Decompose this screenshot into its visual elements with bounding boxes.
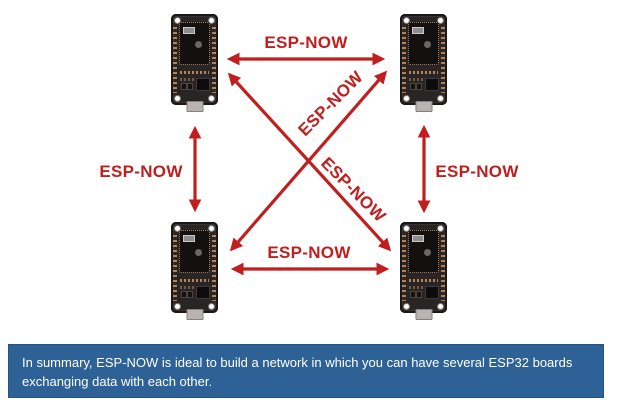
- usb-connector: [186, 309, 203, 320]
- esp-wroom-module: [179, 22, 210, 65]
- summary-banner: In summary, ESP-NOW is ideal to build a …: [8, 344, 604, 398]
- module-label: [183, 27, 195, 34]
- usb-connector: [186, 101, 203, 112]
- pin-header-right: [212, 235, 216, 301]
- pin-header-right: [441, 235, 445, 301]
- esp-wroom-module: [408, 230, 439, 273]
- mounting-hole: [403, 95, 410, 102]
- mounting-hole: [174, 17, 181, 24]
- mounting-hole: [174, 225, 181, 232]
- mounting-hole: [403, 303, 410, 310]
- usb-uart-chip: [196, 286, 210, 299]
- solder-pads: [180, 78, 209, 81]
- solder-pads: [180, 279, 209, 282]
- pin-header-left: [173, 235, 177, 301]
- boot-button-detail: [410, 291, 416, 298]
- en-button-detail: [416, 291, 422, 298]
- solder-pads: [180, 71, 209, 74]
- mounting-hole: [174, 95, 181, 102]
- usb-connector: [415, 101, 432, 112]
- mounting-hole: [437, 95, 444, 102]
- esp-now-label-top: ESP-NOW: [264, 33, 348, 52]
- module-rf-dot: [195, 41, 202, 48]
- boot-button-detail: [181, 83, 187, 90]
- solder-pads: [180, 286, 209, 289]
- pin-header-left: [402, 235, 406, 301]
- pin-header-right: [441, 27, 445, 93]
- mounting-hole: [174, 303, 181, 310]
- esp-now-label-bottom: ESP-NOW: [267, 243, 351, 262]
- usb-uart-chip: [196, 78, 210, 91]
- mounting-hole: [437, 225, 444, 232]
- module-label: [412, 27, 424, 34]
- solder-pads: [409, 78, 438, 81]
- solder-pads: [409, 279, 438, 282]
- mounting-hole: [208, 225, 215, 232]
- esp32-board-top-right: [400, 14, 447, 112]
- boot-button-detail: [181, 291, 187, 298]
- esp32-board-bottom-right: [400, 222, 447, 320]
- module-label: [412, 235, 424, 242]
- solder-pads: [409, 71, 438, 74]
- usb-uart-chip: [425, 78, 439, 91]
- en-button-detail: [416, 83, 422, 90]
- arrow-diagonal-ascending: [229, 70, 388, 252]
- boot-button-detail: [410, 83, 416, 90]
- mounting-hole: [208, 95, 215, 102]
- esp-now-network-diagram: ESP-NOW ESP-NOW ESP-NOW ESP-NOW ESP-NOW …: [99, 14, 519, 320]
- mounting-hole: [437, 303, 444, 310]
- en-button-detail: [187, 83, 193, 90]
- en-button-detail: [187, 291, 193, 298]
- module-rf-dot: [424, 249, 431, 256]
- esp-wroom-module: [179, 230, 210, 273]
- module-rf-dot: [424, 41, 431, 48]
- mounting-hole: [403, 225, 410, 232]
- esp32-board-top-left: [171, 14, 218, 112]
- mounting-hole: [208, 17, 215, 24]
- module-rf-dot: [195, 249, 202, 256]
- arrows-layer: [188, 52, 431, 276]
- usb-connector: [415, 309, 432, 320]
- esp32-board-bottom-left: [171, 222, 218, 320]
- module-label: [183, 235, 195, 242]
- usb-uart-chip: [425, 286, 439, 299]
- solder-pads: [409, 286, 438, 289]
- mounting-hole: [208, 303, 215, 310]
- pin-header-right: [212, 27, 216, 93]
- esp-now-label-right: ESP-NOW: [435, 162, 519, 181]
- mounting-hole: [437, 17, 444, 24]
- pin-header-left: [402, 27, 406, 93]
- summary-text: In summary, ESP-NOW is ideal to build a …: [22, 355, 573, 389]
- mounting-hole: [403, 17, 410, 24]
- esp-now-label-left: ESP-NOW: [99, 162, 183, 181]
- pin-header-left: [173, 27, 177, 93]
- esp-wroom-module: [408, 22, 439, 65]
